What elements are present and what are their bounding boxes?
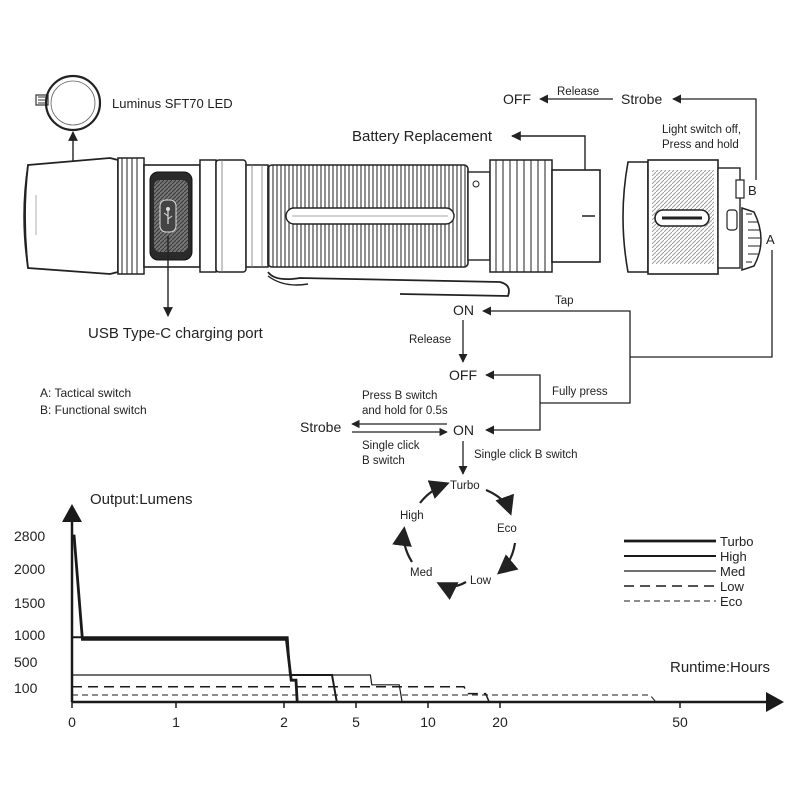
legend-b: B: Functional switch: [40, 403, 147, 417]
top-release-label: Release: [557, 86, 599, 98]
legend-label-turbo: Turbo: [720, 534, 753, 549]
thread-icon: [489, 159, 553, 273]
single-click-line2: B switch: [362, 455, 405, 467]
led-label: Luminus SFT70 LED: [112, 96, 233, 111]
x-tick-label: 20: [492, 714, 508, 730]
mode-low: Low: [470, 575, 492, 587]
series-line-eco: [72, 694, 657, 703]
knurled-tube-icon: [267, 164, 469, 268]
legend-a: A: Tactical switch: [40, 386, 131, 400]
legend-label-high: High: [720, 549, 747, 564]
mode-eco: Eco: [497, 523, 517, 535]
mode-turbo: Turbo: [450, 480, 480, 492]
series-line-low: [72, 685, 490, 703]
tap-arrow: [482, 306, 631, 357]
top-off-state: OFF: [503, 91, 531, 107]
y-axis-arrow-icon: [62, 504, 82, 522]
y-tick-label: 100: [14, 680, 38, 696]
battery-arrow: [511, 131, 586, 170]
top-hold-arrow: [672, 94, 757, 180]
release-label: Release: [409, 334, 451, 346]
single-click-b-label: Single click B switch: [474, 449, 578, 461]
usb-label: USB Type-C charging port: [88, 325, 264, 342]
chart-ylabel: Output:Lumens: [90, 491, 193, 508]
battery-label: Battery Replacement: [352, 128, 493, 145]
x-tick-label: 5: [352, 714, 360, 730]
tailcap-b-label: B: [748, 183, 757, 198]
usb-port-icon: [159, 199, 177, 233]
led-illustration: [35, 74, 102, 132]
single-click-line1: Single click: [362, 440, 420, 452]
series-line-turbo: [72, 534, 299, 703]
cycle-arrow-2: [496, 542, 519, 575]
head-fins-icon: [117, 157, 145, 275]
press-b-line2: and hold for 0.5s: [362, 405, 448, 417]
cycle-arrow-4: [392, 526, 413, 563]
x-tick-label: 1: [172, 714, 180, 730]
cycle-arrow-5: [419, 480, 450, 504]
y-tick-label: 500: [14, 654, 38, 670]
legend-label-eco: Eco: [720, 594, 742, 609]
legend-label-med: Med: [720, 564, 745, 579]
chart-xlabel: Runtime:Hours: [670, 659, 770, 676]
mode-med: Med: [410, 567, 432, 579]
top-strobe-state: Strobe: [621, 91, 662, 107]
cycle-arrow-1: [485, 488, 514, 516]
legend-label-low: Low: [720, 579, 744, 594]
top-hold-line2: Press and hold: [662, 139, 739, 151]
press-b-line1: Press B switch: [362, 390, 437, 402]
flashlight-body: [23, 157, 601, 297]
runtime-chart: Output:Lumens Runtime:Hours 280020001500…: [14, 491, 784, 730]
mode-high: High: [400, 510, 424, 522]
fully-press-line: [540, 357, 631, 404]
y-tick-label: 1500: [14, 595, 45, 611]
y-tick-label: 1000: [14, 627, 45, 643]
x-tick-label: 0: [68, 714, 76, 730]
strobe-state: Strobe: [300, 419, 341, 435]
tailcap-illustration: [622, 159, 762, 275]
on1-state: ON: [453, 302, 474, 318]
fully-press-label: Fully press: [552, 386, 608, 398]
a-switch-icon: [741, 206, 762, 272]
tap-label: Tap: [555, 295, 574, 307]
on2-state: ON: [453, 422, 474, 438]
x-axis-arrow-icon: [766, 692, 784, 712]
top-hold-line1: Light switch off,: [662, 124, 741, 136]
b-switch-icon: [735, 179, 745, 199]
series-line-high: [72, 636, 338, 703]
y-tick-label: 2800: [14, 528, 45, 544]
cycle-arrow-3: [436, 581, 467, 600]
a-switch-line: [630, 250, 773, 358]
y-tick-label: 2000: [14, 561, 45, 577]
fully-press-on-arrow: [485, 403, 541, 435]
x-tick-label: 10: [420, 714, 436, 730]
x-tick-label: 50: [672, 714, 688, 730]
series-line-med: [72, 674, 403, 703]
fully-press-off-arrow: [485, 370, 541, 403]
x-tick-label: 2: [280, 714, 288, 730]
mode-cycle: Turbo Eco Low Med High: [392, 480, 519, 600]
tailcap-a-label: A: [766, 232, 775, 247]
off-state: OFF: [449, 367, 477, 383]
